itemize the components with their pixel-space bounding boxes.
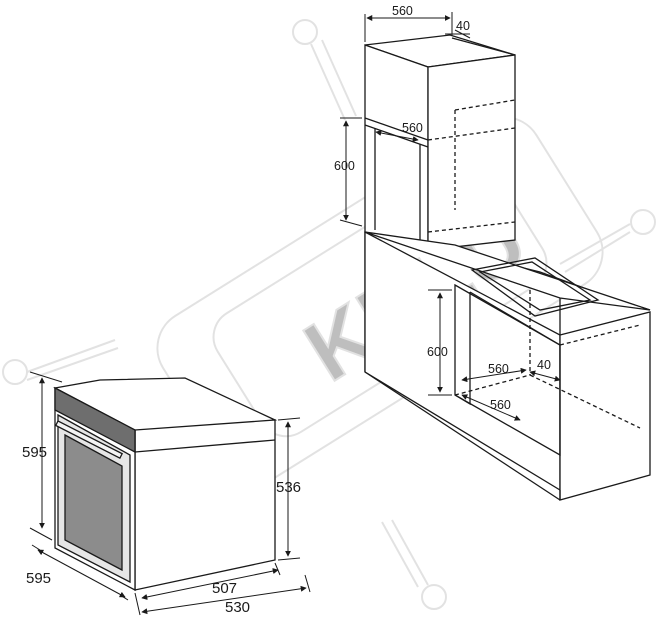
dim-oven-total-depth: 530 — [225, 599, 250, 616]
dim-under-niche-width: 560 — [488, 362, 509, 376]
dim-oven-body-height: 536 — [276, 479, 301, 496]
watermark-circle-left — [2, 359, 28, 385]
watermark-circle-bottom — [421, 584, 447, 610]
dim-under-niche-depth: 40 — [537, 358, 551, 372]
oven — [53, 377, 278, 592]
dim-tall-niche-width: 560 — [402, 121, 423, 135]
oven-handle — [54, 420, 124, 460]
dim-under-niche-height: 600 — [427, 345, 448, 359]
base-cabinet — [364, 230, 651, 501]
watermark-circle-top — [292, 19, 318, 45]
dimension-lines — [29, 12, 561, 616]
dim-oven-body-depth: 507 — [212, 580, 237, 597]
dim-cabinet-top-width: 560 — [392, 4, 413, 18]
tall-cabinet — [364, 34, 516, 251]
dim-cabinet-top-depth: 40 — [456, 19, 470, 33]
dim-under-niche-width-bottom: 560 — [490, 398, 511, 412]
watermark-circle-right — [630, 209, 656, 235]
dim-tall-niche-height: 600 — [334, 159, 355, 173]
dim-oven-height: 595 — [22, 444, 47, 461]
dim-oven-width: 595 — [26, 570, 51, 587]
